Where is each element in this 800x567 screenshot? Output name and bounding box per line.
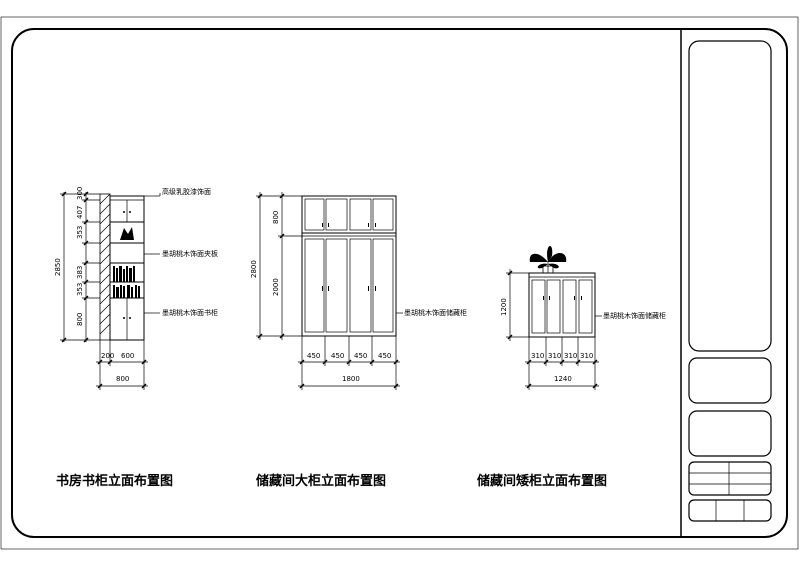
dim-low-310b: 310 bbox=[548, 352, 561, 360]
dim-study-407: 407 bbox=[76, 206, 84, 219]
note-walnut-bookcase: 墨胡桃木饰面书柜 bbox=[162, 308, 218, 317]
dim-tall-2000: 2000 bbox=[272, 278, 280, 296]
title-block bbox=[680, 30, 772, 536]
dim-study-200: 200 bbox=[101, 352, 114, 360]
title-study-bookcase: 书房书柜立面布置图 bbox=[56, 473, 173, 489]
study-bookcase-elevation: 高级乳胶漆饰面 墨胡桃木饰面夹板 墨胡桃木饰面书柜 300 407 353 38… bbox=[54, 187, 218, 390]
dim-tall-450b: 450 bbox=[331, 352, 344, 360]
dim-low-310c: 310 bbox=[564, 352, 577, 360]
title-block-grid-2 bbox=[688, 499, 772, 522]
dim-study-353a: 353 bbox=[76, 226, 84, 239]
dim-low-1200: 1200 bbox=[500, 298, 508, 316]
note-walnut-plywood: 墨胡桃木饰面夹板 bbox=[162, 249, 218, 258]
dim-study-width: 800 bbox=[116, 375, 129, 383]
books-icon bbox=[113, 266, 140, 298]
storage-low-elevation: 墨胡桃木饰面储藏柜 1200 310 310 310 310 1240 bbox=[500, 245, 666, 390]
title-block-main-panel bbox=[688, 40, 772, 352]
dim-study-2850: 2850 bbox=[54, 258, 62, 276]
tall-cabinet-body bbox=[301, 195, 397, 337]
dim-tall-width: 1800 bbox=[342, 375, 360, 383]
dim-tall-450a: 450 bbox=[307, 352, 320, 360]
dim-study-300: 300 bbox=[76, 187, 84, 200]
dim-tall-450c: 450 bbox=[354, 352, 367, 360]
dim-study-353b: 353 bbox=[76, 283, 84, 296]
dim-low-width: 1240 bbox=[554, 375, 572, 383]
dim-low-310a: 310 bbox=[531, 352, 544, 360]
title-block-panel-3 bbox=[688, 410, 772, 457]
sheet-outer-border bbox=[0, 16, 799, 550]
dim-tall-800: 800 bbox=[272, 211, 280, 224]
dim-low-310d: 310 bbox=[580, 352, 593, 360]
title-block-panel-2 bbox=[688, 357, 772, 404]
note-low-storage: 墨胡桃木饰面储藏柜 bbox=[603, 311, 666, 320]
dim-study-383: 383 bbox=[76, 266, 84, 279]
decor-object-icon bbox=[120, 227, 134, 240]
storage-tall-elevation: 墨胡桃木饰面储藏柜 800 2000 2800 450 4 bbox=[250, 192, 467, 390]
dim-tall-2800: 2800 bbox=[250, 260, 258, 278]
drawing-frame bbox=[11, 28, 788, 538]
dim-study-800: 800 bbox=[76, 313, 84, 326]
note-latex-paint: 高级乳胶漆饰面 bbox=[162, 187, 211, 196]
low-cabinet-body bbox=[528, 272, 596, 338]
title-storage-low: 储藏间矮柜立面布置图 bbox=[476, 473, 607, 489]
title-block-grid-1 bbox=[688, 461, 772, 496]
note-tall-storage: 墨胡桃木饰面储藏柜 bbox=[404, 308, 467, 317]
dim-tall-450d: 450 bbox=[378, 352, 391, 360]
dim-study-600: 600 bbox=[121, 352, 134, 360]
title-storage-tall: 储藏间大柜立面布置图 bbox=[255, 473, 386, 489]
plant-icon bbox=[529, 245, 567, 274]
